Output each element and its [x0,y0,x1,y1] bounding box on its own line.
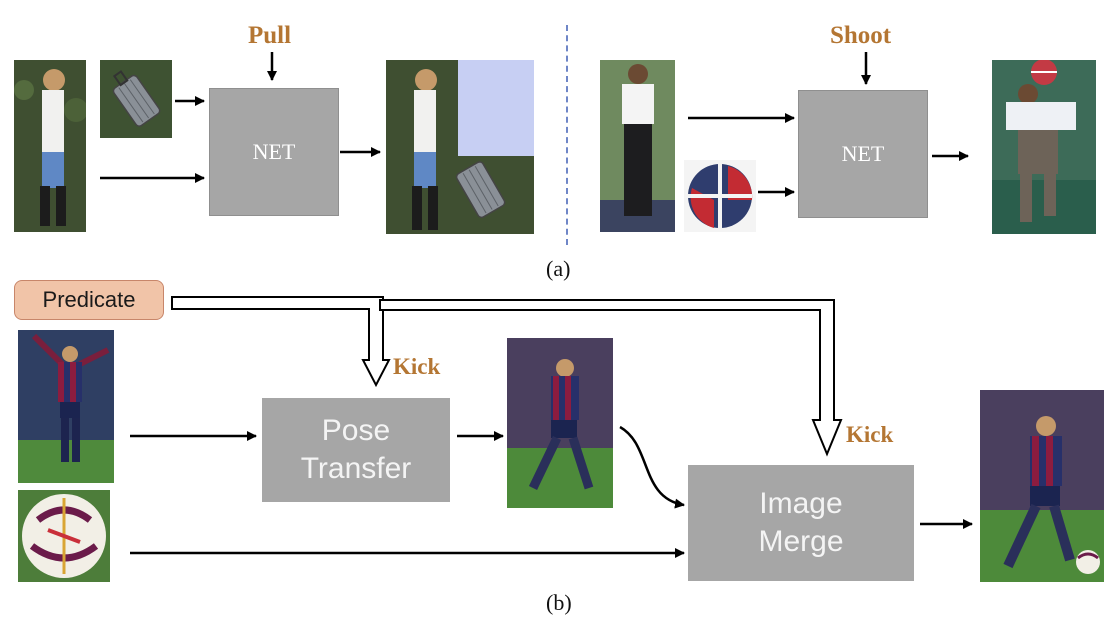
arrow-pose-result-to-merge [619,425,685,509]
net-box-right: NET [798,90,928,218]
image-merge-box: Image Merge [688,465,914,581]
image-merge-output-photo [980,390,1104,582]
woman-photo [14,60,86,232]
predicate-box: Predicate [14,280,164,320]
basketball-photo [684,160,756,232]
suitcase-photo [100,60,172,138]
shoot-output-photo [992,60,1096,234]
pose-transfer-line2: Transfer [300,452,412,485]
shoot-label: Shoot [830,22,892,49]
net-label-left: NET [252,139,296,164]
hollow-arrow-to-pose-transfer [171,296,391,388]
messi-photo [18,330,114,483]
net-box-left: NET [209,88,339,216]
panel-divider [566,25,568,245]
net-label-right: NET [841,141,885,166]
pose-transfer-result-photo [507,338,613,508]
kick-label-merge: Kick [846,422,894,447]
man-photo [600,60,675,232]
caption-b: (b) [546,590,572,615]
kick-label-pose: Kick [393,354,441,379]
pose-transfer-line1: Pose [321,414,391,447]
caption-a: (a) [546,256,571,281]
pull-label: Pull [248,22,292,49]
image-merge-line1: Image [759,487,843,520]
soccer-ball-photo [18,490,110,582]
image-merge-line2: Merge [758,525,844,558]
hollow-arrow-to-image-merge [379,299,843,457]
pull-output-photo [386,60,534,234]
pose-transfer-box: Pose Transfer [262,398,450,502]
